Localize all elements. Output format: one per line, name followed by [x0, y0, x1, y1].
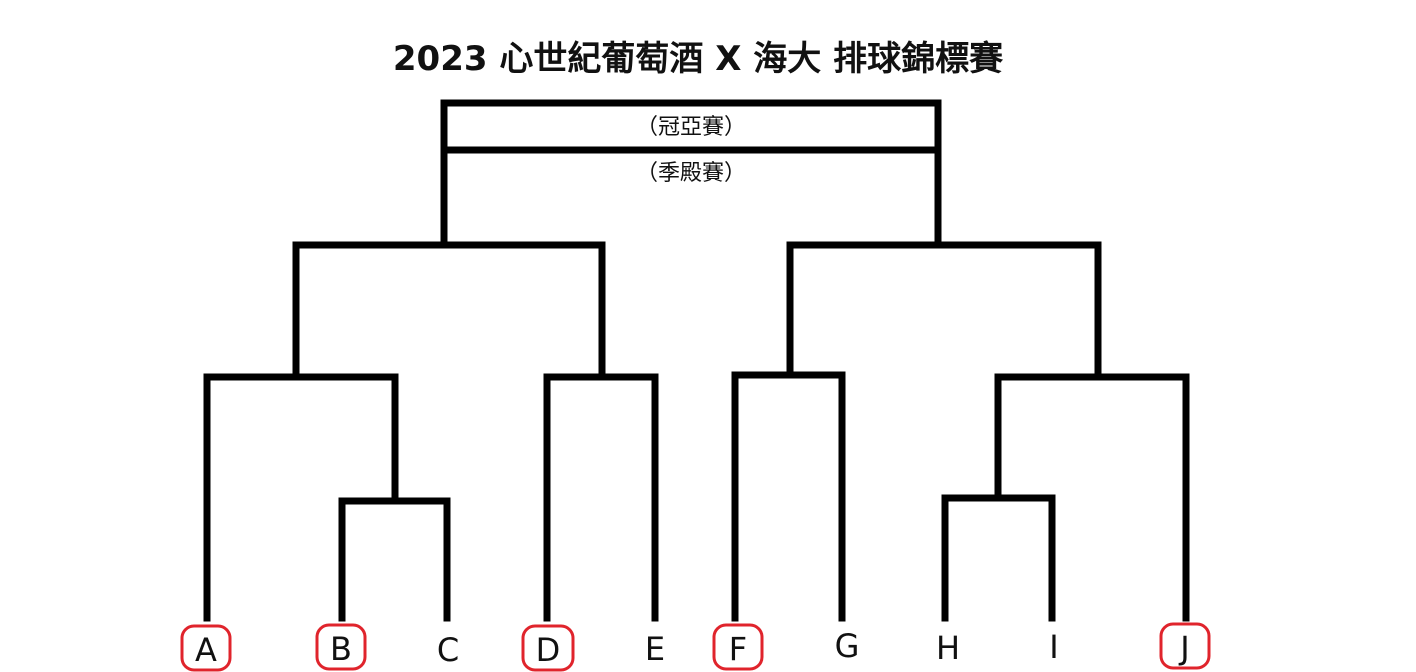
- final-match-label: （冠亞賽）: [636, 115, 746, 140]
- left-de-line: [543, 373, 659, 622]
- third-place-match-label: （季殿賽）: [636, 161, 746, 186]
- team-i: I: [1049, 628, 1058, 666]
- team-label-a: A: [195, 631, 217, 669]
- team-label-f: F: [729, 630, 747, 668]
- team-g: G: [835, 627, 860, 665]
- team-label-j: J: [1178, 629, 1189, 667]
- team-label-g: G: [835, 627, 860, 665]
- team-label-i: I: [1049, 628, 1058, 666]
- team-a: A: [180, 624, 232, 672]
- team-d-highlight-box: [521, 624, 575, 672]
- bracket-lines: [203, 99, 1190, 622]
- team-a-highlight-box: [180, 624, 232, 672]
- final-box-line: [440, 99, 942, 246]
- team-h: H: [936, 629, 960, 667]
- right-semifinal-line: [786, 241, 1102, 379]
- team-j: J: [1159, 622, 1211, 670]
- team-f: F: [712, 623, 764, 671]
- team-label-h: H: [936, 629, 960, 667]
- team-b-highlight-box: [315, 623, 367, 671]
- team-e: E: [645, 630, 665, 668]
- team-label-c: C: [437, 631, 459, 669]
- left-abc-line: [203, 373, 399, 622]
- right-hij-line: [994, 373, 1190, 622]
- team-b: B: [315, 623, 367, 671]
- team-j-highlight-box: [1159, 622, 1211, 670]
- team-label-b: B: [330, 630, 352, 668]
- team-d: D: [521, 624, 575, 672]
- team-f-highlight-box: [712, 623, 764, 671]
- team-c: C: [437, 631, 459, 669]
- team-label-d: D: [536, 631, 561, 669]
- right-fg-line: [731, 371, 846, 622]
- team-label-e: E: [645, 630, 665, 668]
- right-hi-line: [941, 494, 1056, 622]
- page-title: 2023 心世紀葡萄酒 X 海大 排球錦標賽: [393, 39, 1003, 79]
- left-bc-line: [338, 497, 451, 622]
- left-semifinal-line: [292, 241, 606, 379]
